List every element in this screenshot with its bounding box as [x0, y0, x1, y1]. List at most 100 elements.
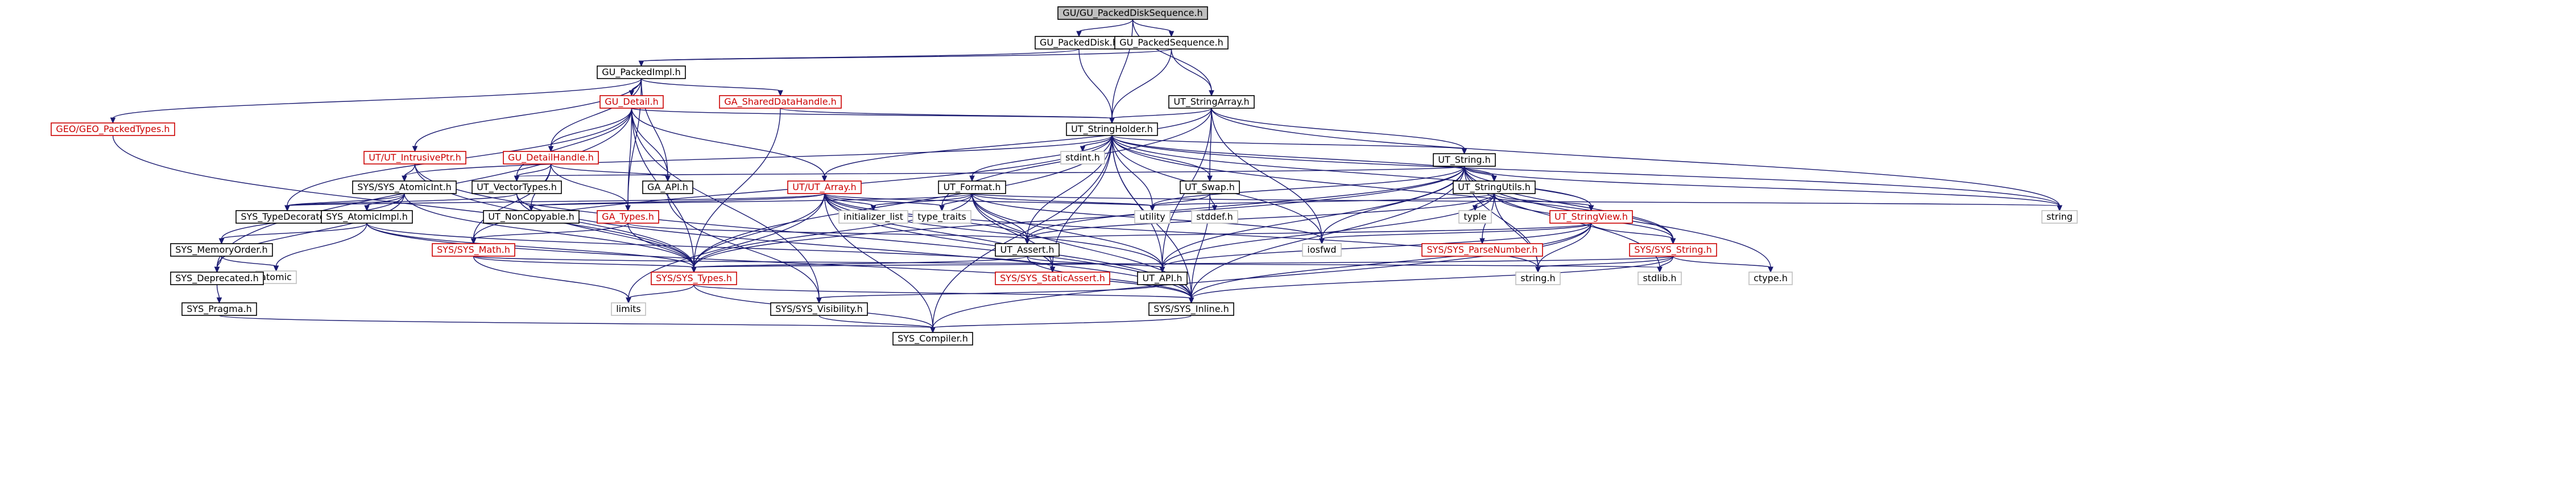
- node-label: GEO/GEO_PackedTypes.h: [56, 124, 169, 135]
- edge-gu_pseq-to-ut_strarray: [1171, 48, 1214, 97]
- node-box: [321, 210, 413, 224]
- edge-ut_format-to-string_std: [971, 193, 2062, 212]
- node-ga_types[interactable]: GA_Types.h: [597, 210, 659, 224]
- edge-sys_string-to-ctype: [1672, 256, 1773, 273]
- node-box: [611, 302, 646, 316]
- node-iosfwd[interactable]: iosfwd: [1302, 243, 1342, 257]
- edge-gu_detail-to-ut_array: [631, 108, 828, 182]
- edge-ut_array-to-string_h: [824, 193, 1541, 273]
- edge-gu_pdisk-to-ut_strholder: [1078, 48, 1115, 124]
- edge-gu_pimpl-to-geo_ptypes: [110, 78, 642, 124]
- node-ut_format[interactable]: UT_Format.h: [938, 180, 1006, 194]
- edge-sys_math-to-limits: [473, 256, 631, 304]
- node-label: iosfwd: [1307, 244, 1336, 255]
- node-box: [838, 210, 908, 224]
- node-atomic[interactable]: atomic: [255, 270, 297, 284]
- node-typle[interactable]: typle: [1458, 210, 1492, 224]
- node-string_h[interactable]: string.h: [1515, 272, 1561, 285]
- edge-ut_strholder-to-stdint: [1080, 135, 1113, 153]
- node-stddef[interactable]: stddef.h: [1191, 210, 1238, 224]
- node-gu_dhandle[interactable]: GU_DetailHandle.h: [503, 151, 599, 165]
- node-box: [1638, 272, 1682, 285]
- edge-ut_format-to-init_list: [870, 193, 973, 212]
- node-type_traits[interactable]: type_traits: [912, 210, 971, 224]
- node-geo_ptypes[interactable]: GEO/GEO_PackedTypes.h: [51, 122, 175, 136]
- node-label: GA_API.h: [647, 182, 688, 193]
- node-label: UT/UT_Array.h: [792, 182, 856, 193]
- edge-gu_dhandle-to-ga_api: [550, 163, 671, 182]
- node-sys_types[interactable]: SYS/SYS_Types.h: [651, 272, 737, 285]
- node-gu_pseq[interactable]: GU_PackedSequence.h: [1114, 36, 1229, 50]
- node-ut_api[interactable]: UT_API.h: [1137, 272, 1188, 285]
- node-stdint[interactable]: stdint.h: [1060, 151, 1105, 165]
- node-box: [170, 272, 264, 285]
- node-ut_noncopy[interactable]: UT_NonCopyable.h: [483, 210, 580, 224]
- node-label: SYS/SYS_Math.h: [437, 244, 510, 256]
- node-box: [1453, 180, 1536, 194]
- node-ut_intrusive[interactable]: UT/UT_IntrusivePtr.h: [363, 151, 466, 165]
- node-sys_pragma[interactable]: SYS_Pragma.h: [181, 302, 257, 316]
- node-box: [1629, 243, 1717, 257]
- node-ut_swap[interactable]: UT_Swap.h: [1180, 180, 1240, 194]
- edge-gu_detail-to-ut_vectortypes: [514, 108, 632, 182]
- edge-ut_format-to-ut_noncopy: [528, 193, 973, 212]
- edge-root-to-ut_strholder: [1109, 19, 1134, 124]
- node-stdlib[interactable]: stdlib.h: [1638, 272, 1682, 285]
- node-sys_inline[interactable]: SYS/SYS_Inline.h: [1148, 302, 1234, 316]
- node-sys_deprecated[interactable]: SYS_Deprecated.h: [170, 272, 264, 285]
- edge-sys_types-to-sys_inline: [693, 284, 1194, 304]
- node-box: [1515, 272, 1561, 285]
- node-sys_parsenum[interactable]: SYS/SYS_ParseNumber.h: [1421, 243, 1543, 257]
- node-ut_string[interactable]: UT_String.h: [1433, 153, 1496, 167]
- edge-ut_strutils-to-ut_strview: [1494, 193, 1594, 212]
- node-gu_detail[interactable]: GU_Detail.h: [599, 95, 664, 109]
- node-ut_strutils[interactable]: UT_StringUtils.h: [1453, 180, 1536, 194]
- node-sys_visibility[interactable]: SYS/SYS_Visibility.h: [770, 302, 868, 316]
- node-string_std[interactable]: string: [2041, 210, 2078, 224]
- node-label: UT_StringUtils.h: [1458, 182, 1531, 193]
- edge-ut_strview-to-sys_string: [1590, 223, 1676, 245]
- node-label: UT_StringHolder.h: [1071, 124, 1153, 135]
- node-sys_memorder[interactable]: SYS_MemoryOrder.h: [170, 243, 273, 257]
- node-sys_string[interactable]: SYS/SYS_String.h: [1629, 243, 1717, 257]
- node-sys_atomicimpl[interactable]: SYS_AtomicImpl.h: [321, 210, 413, 224]
- edge-ut_api-to-sys_visibility: [816, 284, 1163, 304]
- node-root[interactable]: GU/GU_PackedDiskSequence.h: [1057, 6, 1208, 20]
- node-box: [651, 272, 737, 285]
- node-box: [432, 243, 515, 257]
- node-init_list[interactable]: initializer_list: [838, 210, 908, 224]
- node-sys_math[interactable]: SYS/SYS_Math.h: [432, 243, 515, 257]
- edge-ut_strutils-to-utility: [1150, 193, 1495, 212]
- node-sys_compiler[interactable]: SYS_Compiler.h: [892, 332, 973, 346]
- node-ga_shared[interactable]: GA_SharedDataHandle.h: [719, 95, 842, 109]
- node-gu_pimpl[interactable]: GU_PackedImpl.h: [597, 65, 686, 79]
- node-ga_api[interactable]: GA_API.h: [642, 180, 693, 194]
- node-sys_atomicint[interactable]: SYS/SYS_AtomicInt.h: [352, 180, 457, 194]
- node-ut_array[interactable]: UT/UT_Array.h: [787, 180, 862, 194]
- node-ut_strarray[interactable]: UT_StringArray.h: [1168, 95, 1255, 109]
- node-gu_pdisk[interactable]: GU_PackedDisk.h: [1035, 36, 1123, 50]
- edge-ut_strholder-to-sys_compiler: [930, 135, 1113, 334]
- node-ut_vectortypes[interactable]: UT_VectorTypes.h: [472, 180, 562, 194]
- edge-ut_string-to-ut_vectortypes: [514, 166, 1465, 182]
- node-sys_static[interactable]: SYS/SYS_StaticAssert.h: [995, 272, 1110, 285]
- node-label: UT_String.h: [1438, 154, 1490, 166]
- edge-ut_strview-to-ut_assert: [1024, 223, 1592, 245]
- nodes-layer: GU/GU_PackedDiskSequence.hGU_PackedDisk.…: [51, 6, 2078, 346]
- node-box: [363, 151, 466, 165]
- edge-ut_array-to-init_list: [824, 193, 876, 212]
- edge-sys_string-to-stdlib: [1657, 256, 1674, 273]
- node-label: GU/GU_PackedDiskSequence.h: [1062, 7, 1202, 19]
- node-ut_assert[interactable]: UT_Assert.h: [995, 243, 1060, 257]
- node-limits[interactable]: limits: [611, 302, 646, 316]
- node-label: GU_PackedSequence.h: [1119, 37, 1223, 48]
- node-ut_strview[interactable]: UT_StringView.h: [1549, 210, 1633, 224]
- node-utility[interactable]: utility: [1134, 210, 1171, 224]
- edge-ut_format-to-type_traits: [939, 193, 973, 212]
- node-label: UT_API.h: [1142, 273, 1182, 284]
- node-box: [181, 302, 257, 316]
- node-label: GU_DetailHandle.h: [508, 152, 594, 163]
- node-ctype[interactable]: ctype.h: [1748, 272, 1793, 285]
- node-ut_strholder[interactable]: UT_StringHolder.h: [1066, 122, 1158, 136]
- node-box: [1421, 243, 1543, 257]
